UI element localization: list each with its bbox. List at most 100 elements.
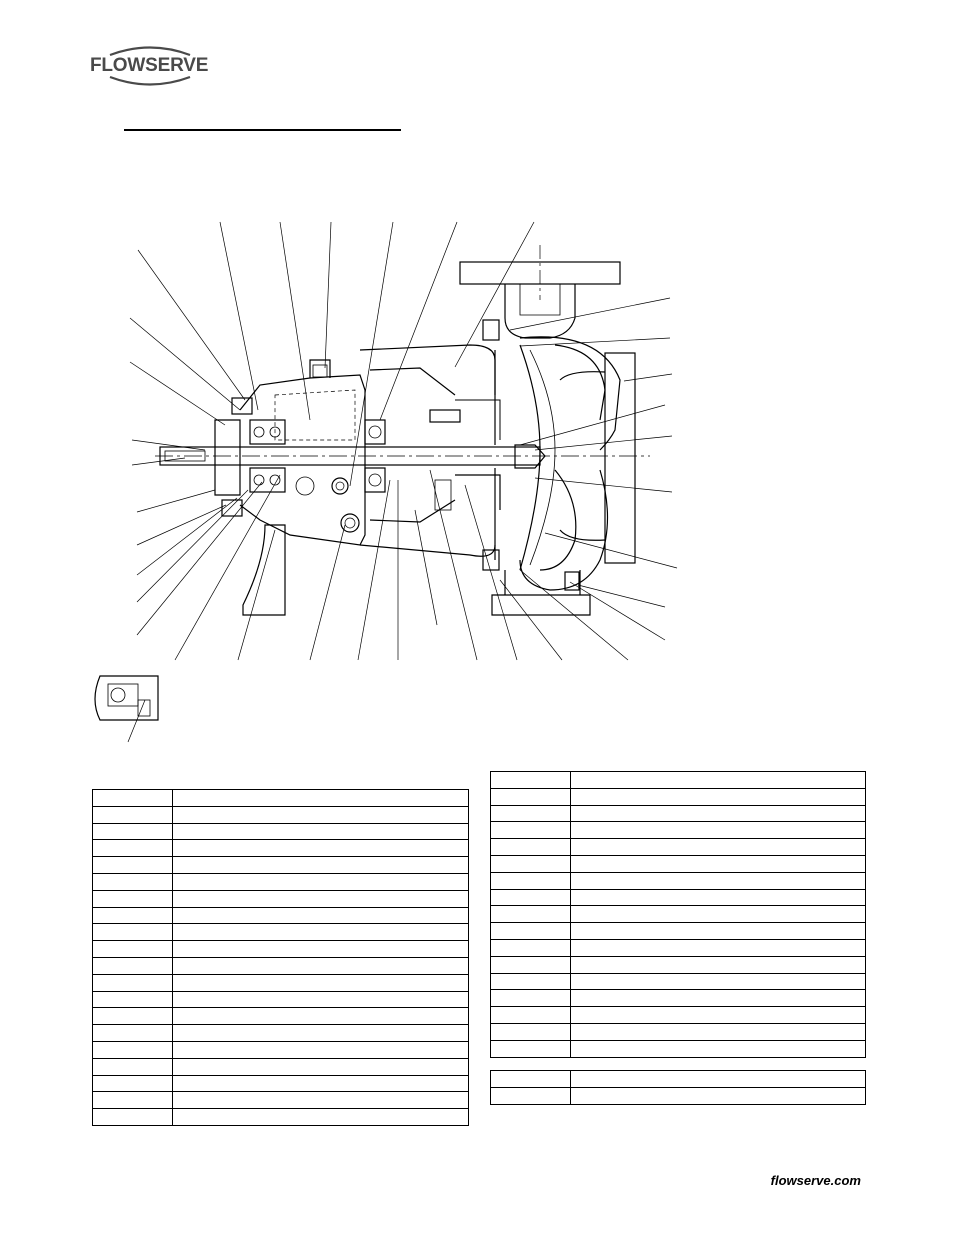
part-description-cell [172,1091,469,1110]
table-row [92,789,469,807]
part-description-cell [172,805,469,824]
table-row [92,956,469,975]
part-description-cell [172,956,469,975]
part-description-cell [570,804,866,823]
part-number-cell [92,1108,173,1126]
table-row [92,973,469,992]
part-description-cell [570,1039,866,1058]
part-description-cell [172,1057,469,1076]
part-number-cell [92,822,173,841]
table-row [92,1074,469,1093]
part-number-cell [490,972,571,991]
table-row [92,872,469,891]
part-number-cell [92,990,173,1009]
table-row [490,1022,866,1041]
part-description-cell [172,1074,469,1093]
part-number-cell [490,854,571,873]
table-row [490,821,866,840]
table-row [92,1091,469,1110]
part-description-cell [172,923,469,942]
table-row [92,822,469,841]
part-description-cell [570,888,866,907]
part-number-cell [490,888,571,907]
part-number-cell [92,940,173,958]
part-number-cell [92,1024,173,1042]
table-row [92,805,469,824]
part-description-cell [570,838,866,856]
part-description-cell [570,854,866,873]
table-row [490,1070,866,1088]
table-row [92,990,469,1009]
part-description-cell [570,905,866,924]
table-row [490,972,866,991]
part-number-cell [92,973,173,992]
pump-cross-section-drawing [94,221,678,743]
table-row [490,1086,866,1105]
part-number-cell [92,1040,173,1059]
part-description-cell [172,990,469,1009]
part-description-cell [570,787,866,806]
part-number-cell [92,889,173,908]
part-description-cell [172,839,469,858]
table-row [490,787,866,806]
table-row [92,940,469,958]
table-row [490,905,866,924]
part-description-cell [570,871,866,890]
logo-arc-icon [109,46,191,86]
table-row [92,839,469,858]
part-description-cell [570,938,866,957]
table-row [92,1040,469,1059]
footer-website[interactable]: flowserve.com [770,1173,861,1188]
flowserve-logo: FLOWSERVE [90,46,210,91]
part-description-cell [172,906,469,925]
table-row [490,871,866,890]
table-row [92,923,469,942]
table-row [92,1024,469,1042]
part-number-cell [92,1057,173,1076]
part-description-cell [172,973,469,992]
part-description-cell [172,1040,469,1059]
part-number-cell [490,787,571,806]
table-row [490,955,866,974]
part-number-cell [490,922,571,940]
part-description-cell [172,940,469,958]
part-number-cell [490,905,571,924]
part-number-cell [490,955,571,974]
part-number-cell [92,1007,173,1026]
part-description-cell [570,821,866,840]
table-row [490,922,866,940]
table-row [490,771,866,789]
parts-list-table-left [92,789,469,1126]
part-description-cell [570,972,866,991]
parts-list-table-right [490,771,866,1058]
bearing-detail-inset [94,675,159,721]
part-number-cell [92,956,173,975]
table-row [92,889,469,908]
part-number-cell [92,856,173,874]
part-description-cell [172,889,469,908]
part-number-cell [92,789,173,807]
part-number-cell [490,1070,571,1088]
table-row [92,1108,469,1126]
part-description-cell [570,1070,866,1088]
part-description-cell [172,856,469,874]
part-number-cell [490,871,571,890]
part-number-cell [490,1039,571,1058]
part-number-cell [92,923,173,942]
part-number-cell [490,1022,571,1041]
part-number-cell [92,1074,173,1093]
part-number-cell [92,805,173,824]
table-row [490,854,866,873]
part-number-cell [92,872,173,891]
part-description-cell [172,1108,469,1126]
table-row [92,906,469,925]
part-number-cell [490,1006,571,1024]
part-description-cell [172,789,469,807]
part-number-cell [490,989,571,1008]
part-description-cell [570,989,866,1008]
part-number-cell [490,1086,571,1105]
table-row [92,1007,469,1026]
part-number-cell [92,906,173,925]
part-description-cell [570,1006,866,1024]
part-description-cell [570,922,866,940]
